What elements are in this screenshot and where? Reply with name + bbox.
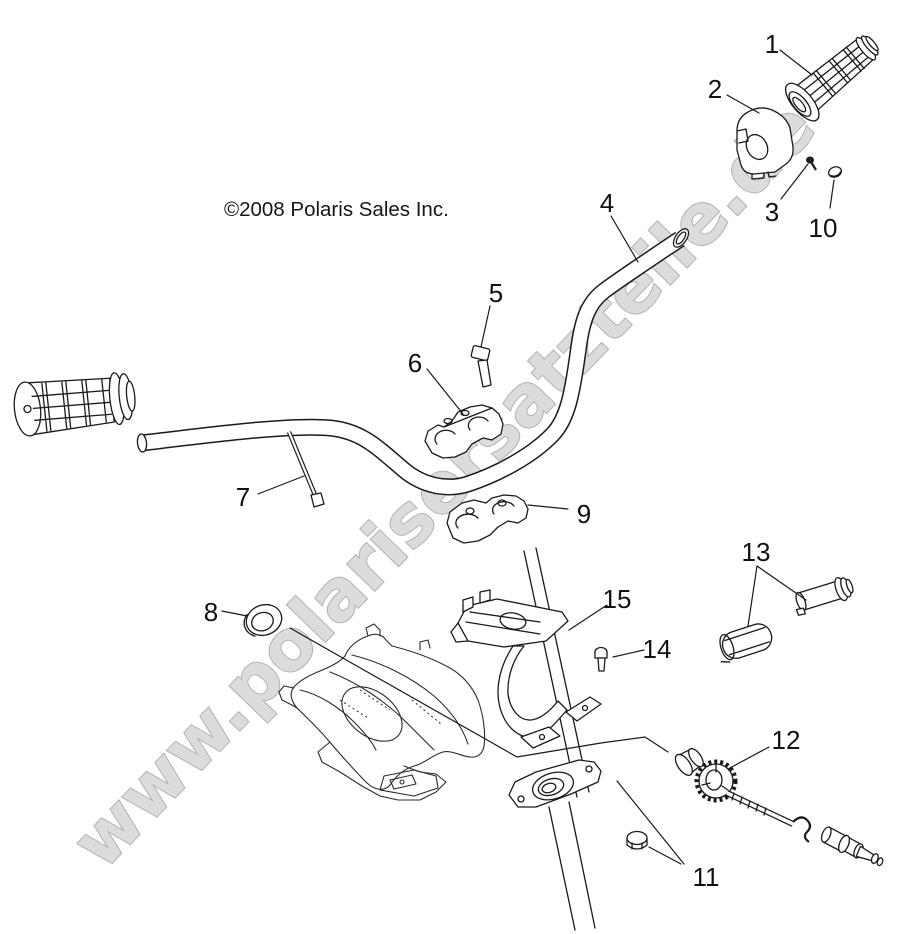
copyright-text: ©2008 Polaris Sales Inc. bbox=[224, 198, 449, 221]
callout-8: 8 bbox=[204, 597, 218, 627]
throttle-grip-part1 bbox=[784, 35, 879, 122]
grommet-part8 bbox=[243, 603, 283, 637]
callout-5: 5 bbox=[489, 278, 503, 308]
callout-14: 14 bbox=[643, 634, 672, 664]
reference-lines bbox=[289, 627, 685, 865]
screw-part3 bbox=[806, 156, 817, 171]
mount-bracket-part15 bbox=[450, 589, 602, 749]
callout-1: 1 bbox=[765, 29, 779, 59]
handlebar-part4 bbox=[136, 228, 690, 496]
callout-15: 15 bbox=[603, 584, 632, 614]
steering-plate bbox=[508, 759, 602, 808]
bolt-part14 bbox=[594, 646, 608, 672]
callout-9: 9 bbox=[577, 499, 591, 529]
foam-tube-a-part13 bbox=[719, 623, 773, 663]
callout-13: 13 bbox=[742, 537, 771, 567]
cap-part10 bbox=[828, 166, 842, 178]
bolt-part5 bbox=[470, 345, 492, 388]
throttle-housing-part2 bbox=[736, 107, 794, 180]
callout-7: 7 bbox=[236, 482, 250, 512]
handlebar-clamp-lower-part9 bbox=[446, 494, 529, 544]
steering-post-upper bbox=[523, 547, 590, 798]
callout-6: 6 bbox=[408, 348, 422, 378]
left-grip bbox=[13, 372, 136, 437]
nut-part11 bbox=[626, 830, 648, 850]
rod-part7 bbox=[286, 431, 325, 508]
callout-labels: 1 2 3 4 5 6 7 8 9 10 11 12 13 14 15 bbox=[204, 29, 838, 892]
leader-lines bbox=[221, 49, 835, 865]
callout-11: 11 bbox=[693, 862, 720, 892]
callout-3: 3 bbox=[765, 197, 779, 227]
foam-tube-b-part13 bbox=[795, 577, 854, 616]
callout-10: 10 bbox=[809, 213, 838, 243]
callout-2: 2 bbox=[708, 74, 722, 104]
handlebar-clamp-upper-part6 bbox=[424, 404, 504, 459]
switch-assembly-part12 bbox=[674, 747, 884, 867]
pod-housing-drawing bbox=[278, 623, 486, 801]
callout-4: 4 bbox=[600, 188, 614, 218]
steering-post-lower bbox=[548, 801, 596, 931]
callout-12: 12 bbox=[772, 725, 801, 755]
